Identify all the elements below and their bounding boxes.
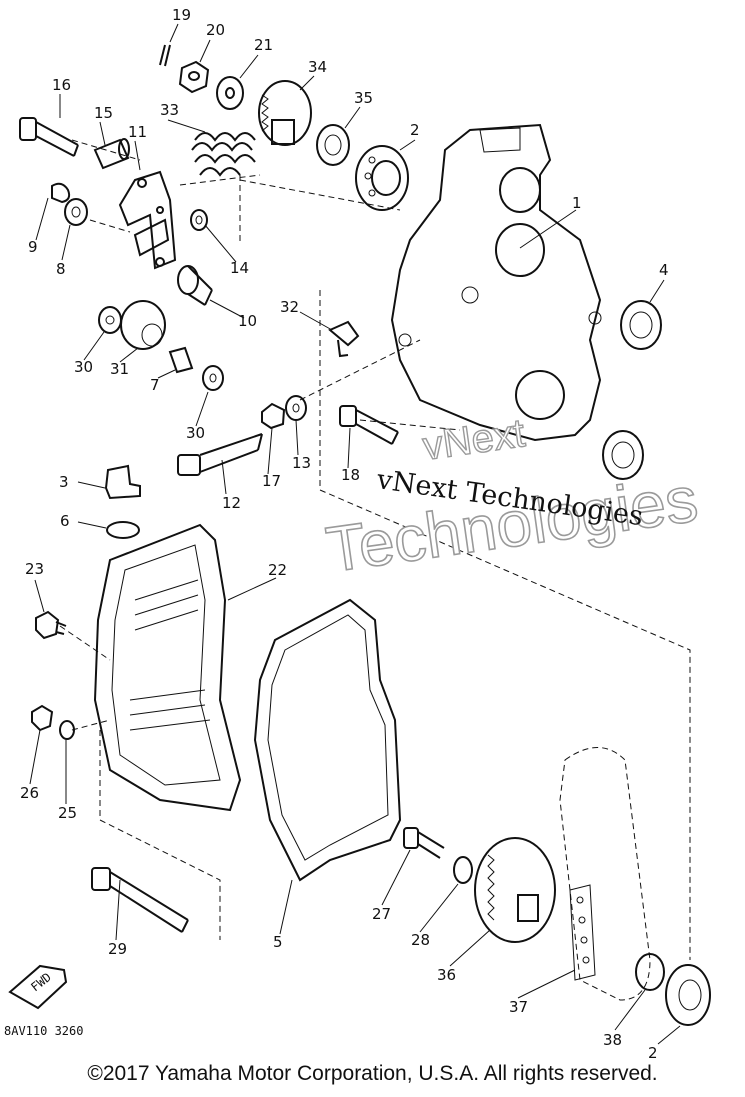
part-label-25: 25	[58, 804, 77, 822]
drive-sprocket	[474, 837, 556, 943]
adjuster-hardware	[177, 395, 307, 476]
nut	[178, 60, 210, 94]
part-label-30-upper: 30	[74, 358, 93, 376]
cover-bolt-upper	[35, 610, 67, 640]
part-label-1: 1	[572, 194, 582, 212]
lever-bracket	[118, 170, 177, 270]
retaining-clip	[51, 182, 71, 204]
part-label-15: 15	[94, 104, 113, 122]
part-label-7: 7	[150, 376, 160, 394]
part-label-9: 9	[28, 238, 38, 256]
drive-chain	[559, 747, 651, 1001]
part-label-33: 33	[160, 101, 179, 119]
cotter-pin	[159, 44, 171, 67]
grease-fitting	[328, 320, 360, 358]
leader-lines	[59, 139, 691, 960]
copyright-notice: ©2017 Yamaha Motor Corporation, U.S.A. A…	[87, 1062, 658, 1085]
long-bolt	[19, 117, 79, 157]
part-label-28: 28	[411, 931, 430, 949]
part-label-31: 31	[110, 360, 129, 378]
sleeve	[93, 138, 130, 170]
flat-washer	[64, 198, 88, 226]
part-label-14: 14	[230, 259, 249, 277]
part-label-6: 6	[60, 512, 70, 530]
lower-bearing-set	[635, 953, 711, 1026]
part-label-36: 36	[437, 966, 456, 984]
coil-spring	[191, 132, 256, 177]
part-label-13: 13	[292, 454, 311, 472]
small-washer	[190, 209, 208, 231]
part-label-11: 11	[128, 123, 147, 141]
oil-seal-upper	[620, 300, 662, 350]
fwd-badge: FWD	[8, 964, 68, 1010]
part-label-17: 17	[262, 472, 281, 490]
chaincase-housing	[390, 123, 602, 442]
watermark-small-text: vNext	[420, 411, 527, 469]
housing-bolt	[339, 405, 399, 445]
diagram-code: 8AV110 3260	[4, 1024, 83, 1038]
part-label-12: 12	[222, 494, 241, 512]
cover-bolt-lower	[31, 704, 75, 740]
part-drawings: FWD	[8, 44, 711, 1026]
cover-gasket	[253, 598, 402, 882]
part-label-30-lower: 30	[186, 424, 205, 442]
part-label-20: 20	[206, 21, 225, 39]
part-label-8: 8	[56, 260, 66, 278]
chaincase-cover	[93, 523, 242, 812]
part-label-10: 10	[238, 312, 257, 330]
collar	[316, 124, 350, 166]
oil-seal-lower	[602, 430, 644, 480]
part-label-19: 19	[172, 6, 191, 24]
part-label-21: 21	[254, 36, 273, 54]
part-label-26: 26	[20, 784, 39, 802]
drain-plug	[104, 464, 141, 539]
part-label-32: 32	[280, 298, 299, 316]
part-label-27: 27	[372, 905, 391, 923]
part-label-2-lower: 2	[648, 1044, 658, 1062]
part-label-4: 4	[659, 261, 669, 279]
part-label-35: 35	[354, 89, 373, 107]
roller-assembly	[98, 300, 224, 391]
label-leaders	[29, 23, 681, 1045]
part-label-5: 5	[273, 933, 283, 951]
pivot-pin	[177, 265, 213, 306]
part-label-3: 3	[59, 473, 69, 491]
part-label-2-upper: 2	[410, 121, 420, 139]
part-label-18: 18	[341, 466, 360, 484]
part-label-37: 37	[509, 998, 528, 1016]
part-label-29: 29	[108, 940, 127, 958]
bearing	[355, 145, 409, 211]
small-gear	[258, 80, 312, 146]
part-label-22: 22	[268, 561, 287, 579]
part-label-16: 16	[52, 76, 71, 94]
washer	[216, 76, 244, 110]
long-cover-bolt	[91, 867, 189, 933]
part-label-38: 38	[603, 1031, 622, 1049]
part-label-23: 23	[25, 560, 44, 578]
sprocket-bolt	[403, 827, 473, 884]
part-labels: 19 20 21 34 16 15 33 11 35 2 1 9 8 14 4 …	[20, 6, 669, 1062]
part-label-34: 34	[308, 58, 327, 76]
